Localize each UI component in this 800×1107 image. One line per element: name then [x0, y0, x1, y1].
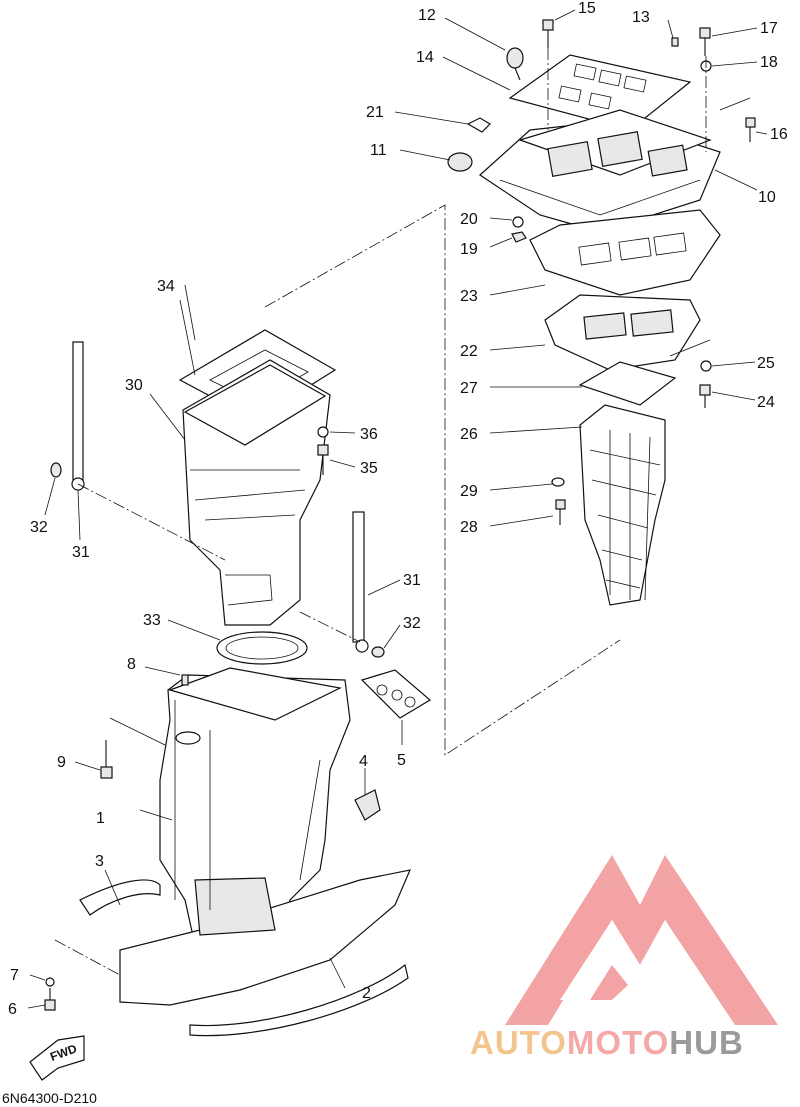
part-label-16: 16 — [770, 126, 788, 143]
part-label-25: 25 — [757, 355, 775, 372]
part-label-20: 20 — [460, 211, 478, 228]
part-label-10: 10 — [758, 189, 776, 206]
leader-lines — [27, 9, 768, 1009]
drawing-code: 6N64300-D210 — [2, 1090, 97, 1106]
part-label-32-left: 32 — [30, 519, 48, 536]
part-label-27: 27 — [460, 380, 478, 397]
part-label-14: 14 — [416, 49, 434, 66]
part-number-labels: 1 2 3 4 5 6 7 8 9 10 11 12 13 14 15 16 1… — [8, 0, 788, 1064]
part-label-31-left: 31 — [72, 544, 90, 561]
part-label-35: 35 — [360, 460, 378, 477]
part-label-21: 21 — [366, 104, 384, 121]
watermark-brand-auto: AUTO — [470, 1024, 567, 1061]
watermark-brand-hub: HUB — [669, 1024, 744, 1061]
part-label-9: 9 — [57, 754, 66, 771]
part-label-36: 36 — [360, 426, 378, 443]
part-label-2: 2 — [362, 985, 371, 1002]
part-label-1: 1 — [96, 810, 105, 827]
part-label-24: 24 — [757, 394, 775, 411]
part-label-31-right: 31 — [403, 572, 421, 589]
part-label-6: 6 — [8, 1001, 17, 1018]
part-label-34: 34 — [157, 278, 175, 295]
part-label-12: 12 — [418, 7, 436, 24]
upper-casing-assembly — [50, 329, 432, 719]
part-label-3: 3 — [95, 853, 104, 870]
part-label-8: 8 — [127, 656, 136, 673]
watermark-brand-moto: MOTO — [566, 1024, 670, 1061]
part-label-33: 33 — [143, 612, 161, 629]
part-label-5: 5 — [397, 752, 406, 769]
part-label-18: 18 — [760, 54, 778, 71]
part-label-15: 15 — [578, 0, 596, 17]
lower-casing-assembly — [29, 667, 412, 1081]
part-label-13: 13 — [632, 9, 650, 26]
part-label-19: 19 — [460, 241, 478, 258]
part-label-32-right: 32 — [403, 615, 421, 632]
part-label-26: 26 — [460, 426, 478, 443]
watermark-logo-icon — [505, 855, 778, 1025]
exhaust-cover-assembly — [447, 19, 756, 606]
part-label-17: 17 — [760, 20, 778, 37]
part-label-4: 4 — [359, 753, 368, 770]
part-label-28: 28 — [460, 519, 478, 536]
part-label-7: 7 — [10, 967, 19, 984]
part-label-29: 29 — [460, 483, 478, 500]
watermark-brand: AUTOMOTOHUB — [470, 1024, 744, 1062]
part-label-11: 11 — [370, 142, 387, 159]
part-label-23: 23 — [460, 288, 478, 305]
part-label-30: 30 — [125, 377, 143, 394]
part-label-22: 22 — [460, 343, 478, 360]
